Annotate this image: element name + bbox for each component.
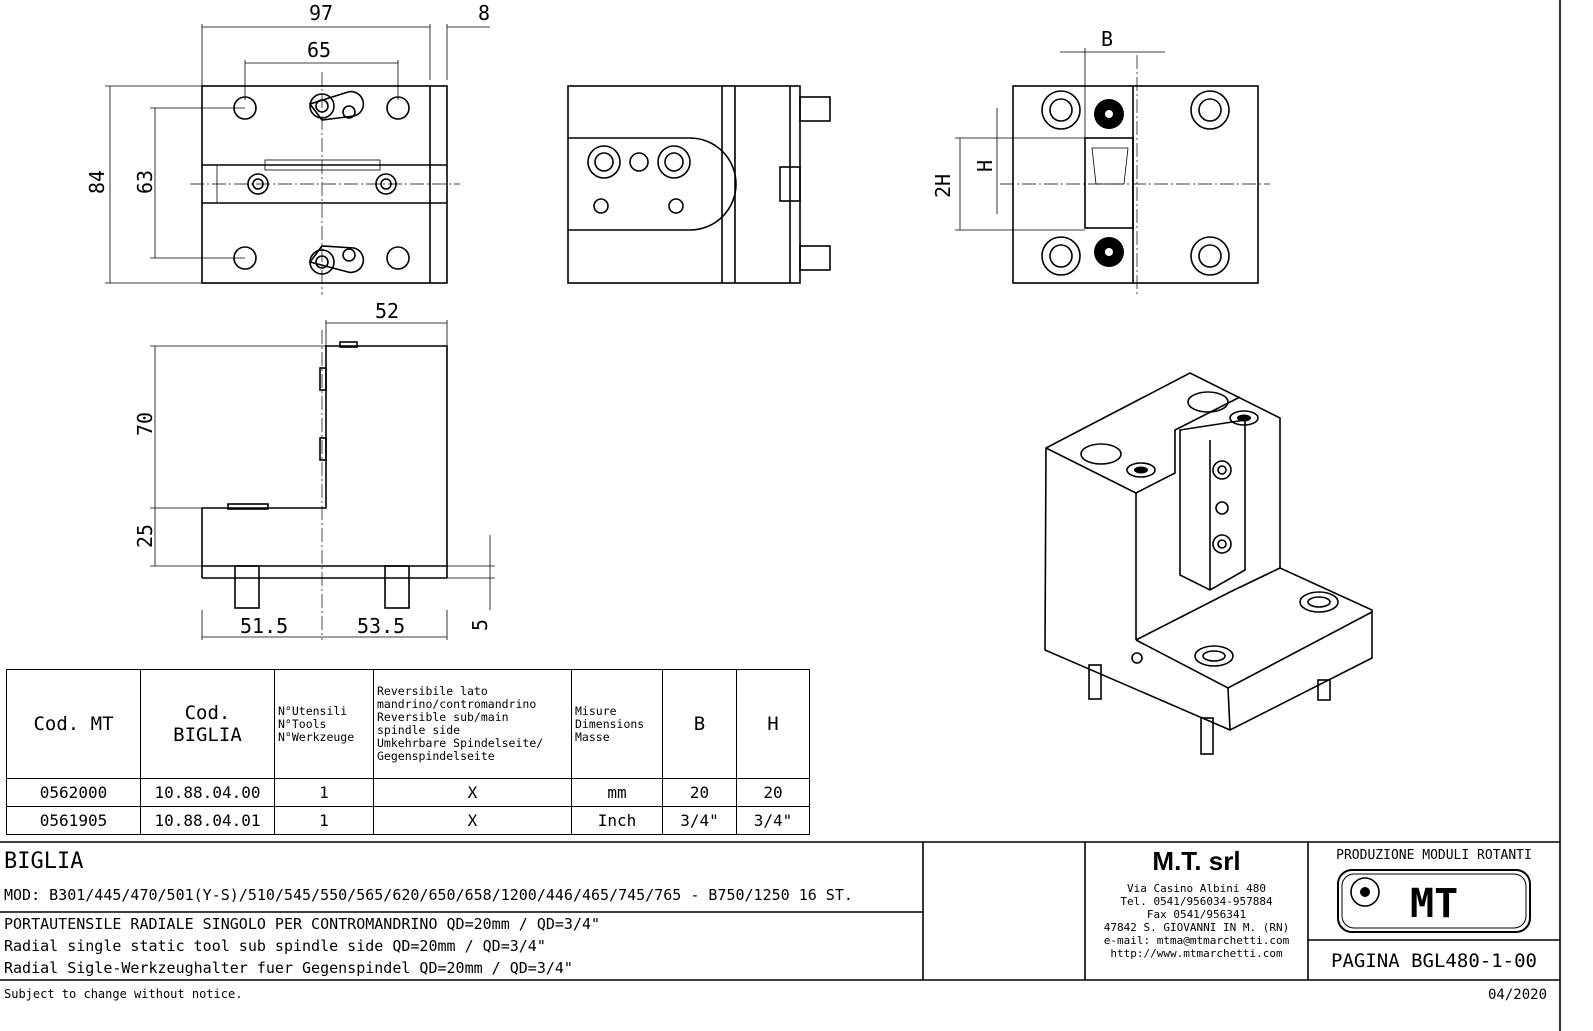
dim-25: 25 — [133, 524, 157, 548]
dim-b: B — [1101, 27, 1113, 51]
header-dimensions: Misure Dimensions Masse — [571, 669, 663, 779]
dim-63: 63 — [133, 170, 157, 194]
elevation-view: 52 70 25 5 51.5 53.5 — [133, 299, 495, 640]
header-tools: N°Utensili N°Tools N°Werkzeuge — [274, 669, 374, 779]
header-rev-line4: spindle side — [377, 723, 461, 737]
cell-units: Inch — [571, 806, 663, 835]
header-reversible: Reversibile lato mandrino/contromandrino… — [373, 669, 572, 779]
description-en: Radial single static tool sub spindle si… — [4, 937, 546, 955]
cell-reversible: X — [373, 806, 572, 835]
description-de: Radial Sigle-Werkzeughalter fuer Gegensp… — [4, 959, 573, 977]
description-it: PORTAUTENSILE RADIALE SINGOLO PER CONTRO… — [4, 915, 601, 933]
cell-h: 20 — [736, 778, 810, 807]
email-line: e-mail: mtma@mtmarchetti.com — [1103, 934, 1290, 947]
model-list: MOD: B301/445/470/501(Y-S)/510/545/550/5… — [4, 886, 853, 904]
cell-cod-biglia: 10.88.04.01 — [140, 806, 275, 835]
table-row: 0561905 10.88.04.01 1 X Inch 3/4" 3/4" — [6, 806, 810, 835]
title-block-frame — [0, 0, 1561, 1031]
company-address: Via Casino Albini 480 Tel. 0541/956034-9… — [1085, 882, 1308, 960]
header-rev-line6: Gegenspindelseite — [377, 749, 495, 763]
dim-8: 8 — [478, 1, 490, 25]
header-cod-mt: Cod. MT — [6, 669, 141, 779]
header-tools-line3: N°Werkzeuge — [278, 729, 355, 744]
header-tools-line2: N°Tools — [278, 716, 327, 731]
brand-name: BIGLIA — [4, 849, 84, 874]
spec-table: Cod. MT Cod. BIGLIA N°Utensili N°Tools N… — [6, 669, 810, 835]
table-row: 0562000 10.88.04.00 1 X mm 20 20 — [6, 778, 810, 807]
city-line: 47842 S. GIOVANNI IN M. (RN) — [1103, 921, 1290, 934]
notice-text: Subject to change without notice. — [4, 987, 243, 1001]
cell-cod-biglia: 10.88.04.00 — [140, 778, 275, 807]
dim-2h: 2H — [931, 174, 955, 198]
dim-h: H — [973, 160, 997, 172]
table-header-row: Cod. MT Cod. BIGLIA N°Utensili N°Tools N… — [6, 669, 810, 779]
header-cod-biglia-line1: Cod. — [184, 702, 231, 724]
cell-cod-mt: 0562000 — [6, 778, 141, 807]
dim-52: 52 — [375, 299, 399, 323]
dim-70: 70 — [133, 412, 157, 436]
header-dims-line1: Misure — [575, 703, 617, 718]
page-code: PAGINA BGL480-1-00 — [1331, 950, 1537, 972]
header-rev-line2: mandrino/contromandrino — [377, 697, 537, 711]
company-name: M.T. srl — [1152, 846, 1241, 876]
header-h: H — [736, 669, 810, 779]
production-label: PRODUZIONE MODULI ROTANTI — [1336, 848, 1532, 863]
dim-84: 84 — [85, 170, 109, 194]
side-view — [567, 85, 831, 284]
header-b: B — [662, 669, 737, 779]
isometric-view — [1044, 372, 1373, 755]
address-line: Via Casino Albini 480 — [1126, 882, 1267, 895]
header-rev-line3: Reversible sub/main — [377, 710, 509, 724]
top-view: B H 2H — [931, 27, 1270, 295]
cell-units: mm — [571, 778, 663, 807]
cell-tools: 1 — [274, 806, 374, 835]
logo-text: MT — [1410, 881, 1458, 927]
header-dims-line2: Dimensions — [575, 716, 645, 731]
header-tools-line1: N°Utensili — [278, 703, 348, 718]
front-view: 97 8 65 84 63 — [85, 1, 490, 295]
spindle-icon — [1350, 877, 1380, 907]
date-text: 04/2020 — [1488, 987, 1548, 1003]
cell-cod-mt: 0561905 — [6, 806, 141, 835]
cell-tools: 1 — [274, 778, 374, 807]
header-rev-line1: Reversibile lato — [377, 684, 488, 698]
dim-53-5: 53.5 — [357, 614, 405, 638]
phone-line: Tel. 0541/956034-957884 — [1120, 895, 1273, 908]
website-line: http://www.mtmarchetti.com — [1110, 947, 1283, 960]
dim-51-5: 51.5 — [240, 614, 288, 638]
dim-5: 5 — [468, 619, 492, 631]
cell-reversible: X — [373, 778, 572, 807]
header-cod-biglia-line2: BIGLIA — [173, 724, 242, 746]
cell-b: 3/4" — [662, 806, 737, 835]
cell-b: 20 — [662, 778, 737, 807]
cell-h: 3/4" — [736, 806, 810, 835]
header-cod-biglia: Cod. BIGLIA — [140, 669, 275, 779]
dim-65: 65 — [307, 38, 331, 62]
header-rev-line5: Umkehrbare Spindelseite/ — [377, 736, 544, 750]
header-dims-line3: Masse — [575, 729, 610, 744]
fax-line: Fax 0541/956341 — [1146, 908, 1247, 921]
dim-97: 97 — [309, 1, 333, 25]
